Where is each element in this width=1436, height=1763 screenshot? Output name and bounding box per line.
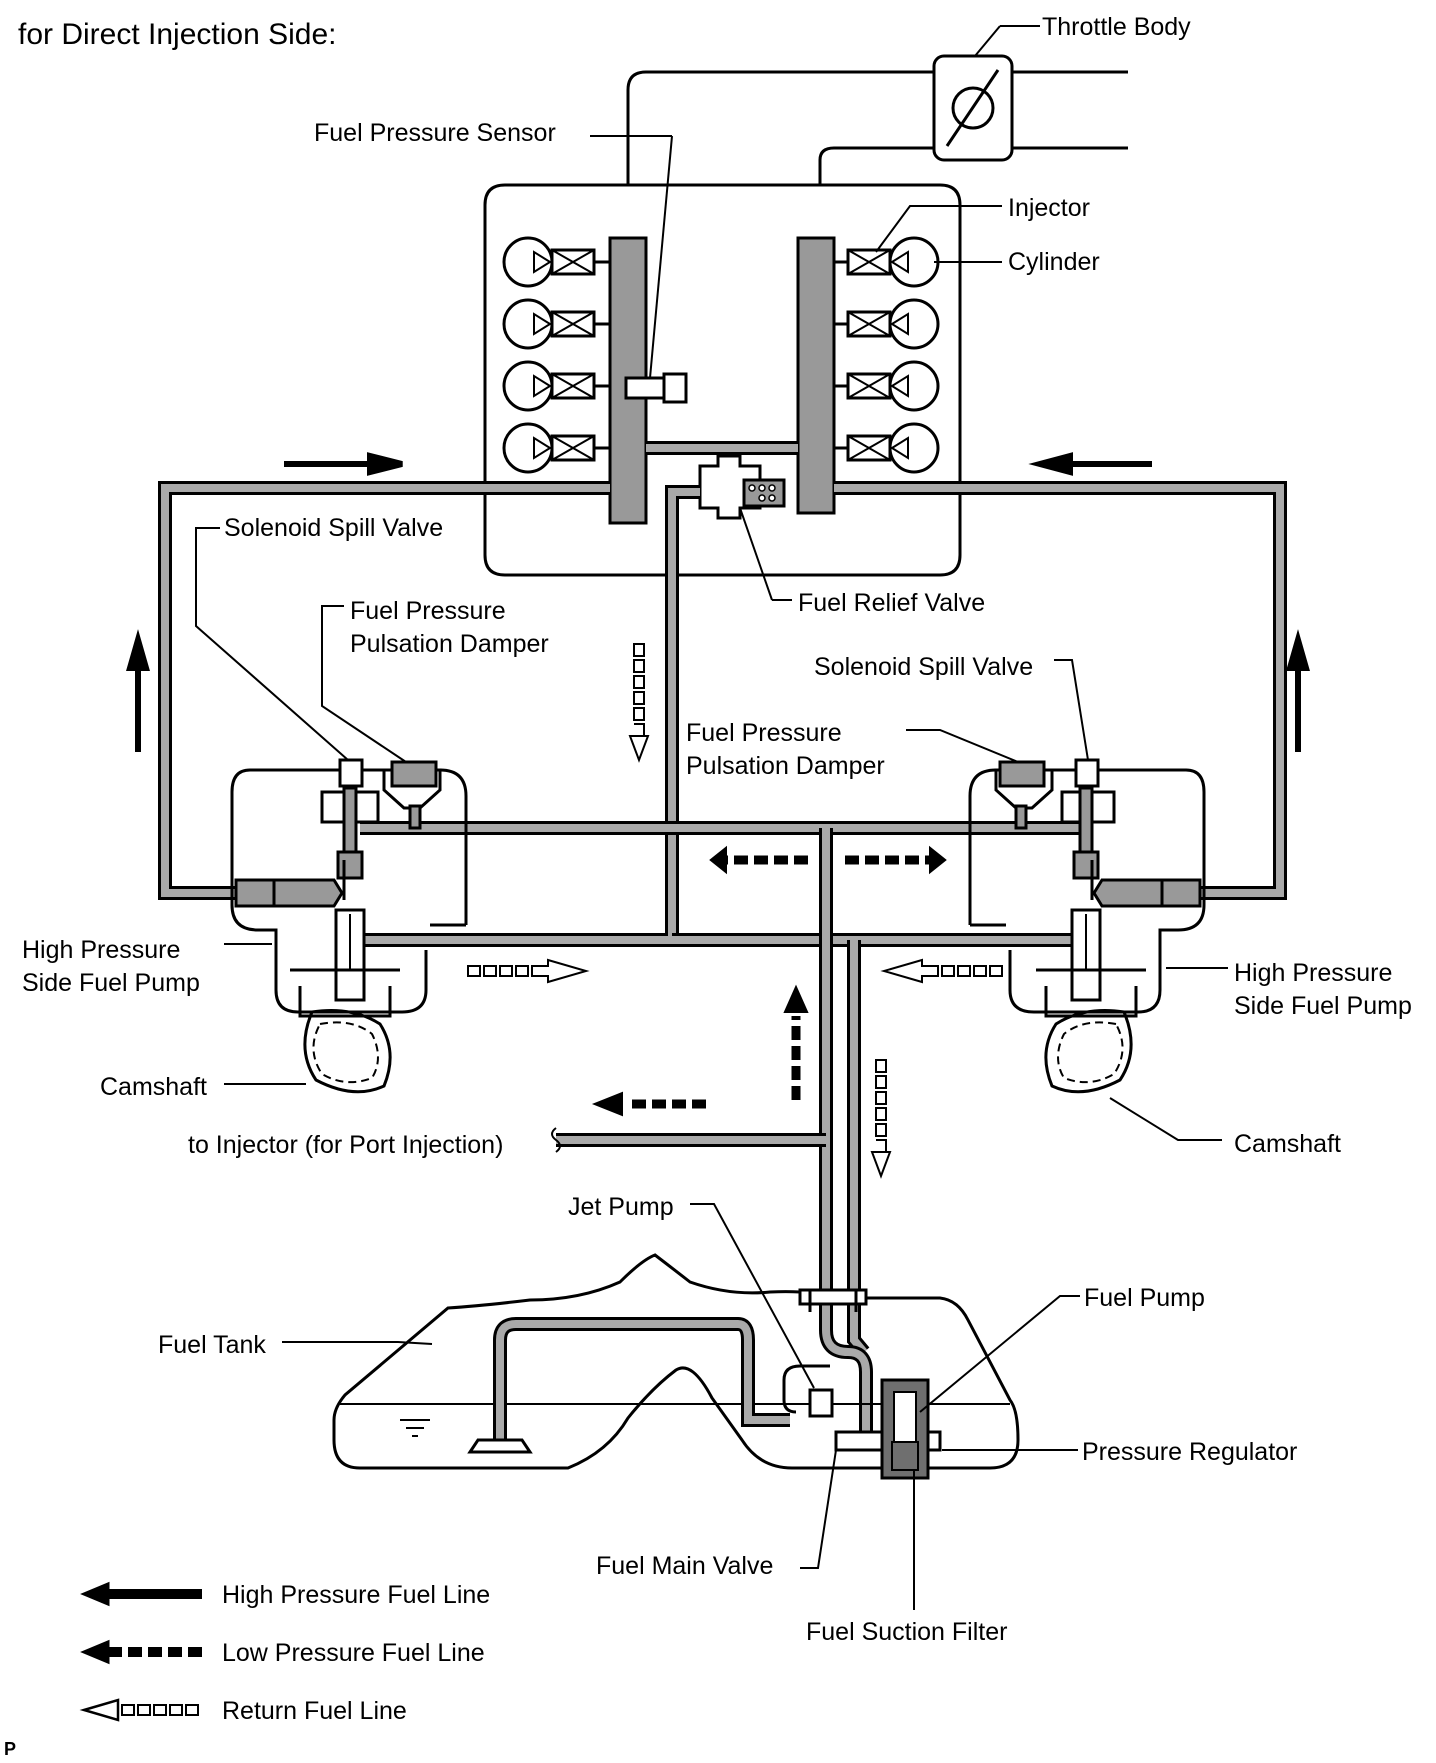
cylinder-right-1 — [834, 236, 940, 288]
injector-left-3 — [550, 372, 610, 400]
return-arrow-down-1 — [628, 643, 650, 763]
label-hp-pump-right-2: Side Fuel Pump — [1234, 992, 1412, 1020]
label-pressure-regulator: Pressure Regulator — [1082, 1438, 1297, 1466]
diagram-title: for Direct Injection Side: — [18, 18, 336, 51]
cylinder-right-4 — [834, 422, 940, 474]
cylinder-left-1 — [502, 236, 610, 288]
camshaft-right — [1044, 1009, 1133, 1094]
label-hp-pump-right-1: High Pressure — [1234, 959, 1392, 987]
return-arrow-down-2 — [870, 1059, 892, 1179]
label-hp-pump-left-2: Side Fuel Pump — [22, 969, 200, 997]
legend-label-return: Return Fuel Line — [222, 1697, 407, 1725]
cylinder-right-3 — [834, 360, 940, 412]
label-to-injector-port: to Injector (for Port Injection) — [188, 1131, 503, 1159]
injector-right-4 — [834, 434, 892, 462]
injector-left-4 — [550, 434, 610, 462]
legend: High Pressure Fuel Line Low Pressure Fue… — [79, 1581, 490, 1725]
cylinder-left-3 — [502, 360, 610, 412]
label-throttle-body: Throttle Body — [1042, 13, 1191, 41]
label-fuel-pressure-sensor: Fuel Pressure Sensor — [314, 119, 556, 147]
return-arrow-left — [880, 958, 1003, 984]
legend-low-pressure: Low Pressure Fuel Line — [80, 1639, 485, 1667]
legend-label-high: High Pressure Fuel Line — [222, 1581, 490, 1609]
cylinders-left-bank — [502, 236, 610, 474]
injector-right-1 — [834, 248, 892, 276]
fuel-tank — [332, 1253, 1020, 1470]
label-fuel-main-valve: Fuel Main Valve — [596, 1552, 773, 1580]
injector-right-2 — [834, 310, 892, 338]
pump-module — [782, 1288, 942, 1480]
label-fuel-relief-valve: Fuel Relief Valve — [798, 589, 985, 617]
label-fuel-pump: Fuel Pump — [1084, 1284, 1205, 1312]
label-camshaft-left: Camshaft — [100, 1073, 207, 1101]
leader-lines — [195, 205, 1228, 1610]
labels: Throttle Body Fuel Pressure Sensor Injec… — [22, 13, 1412, 1646]
label-damper-left-2: Pulsation Damper — [350, 630, 549, 658]
cylinder-right-2 — [834, 298, 940, 350]
corner-mark: P — [4, 1739, 16, 1759]
label-solenoid-spill-valve-left: Solenoid Spill Valve — [224, 514, 443, 542]
legend-return: Return Fuel Line — [79, 1697, 407, 1725]
label-fuel-suction-filter: Fuel Suction Filter — [806, 1618, 1007, 1646]
low-pressure-line — [360, 821, 1080, 1440]
label-damper-right-1: Fuel Pressure — [686, 719, 842, 747]
fuel-rail-right — [796, 236, 836, 515]
label-jet-pump: Jet Pump — [568, 1193, 674, 1221]
hp-pump-left — [230, 758, 468, 1018]
legend-label-low: Low Pressure Fuel Line — [222, 1639, 485, 1667]
cylinder-left-4 — [502, 422, 610, 474]
label-solenoid-spill-valve-right: Solenoid Spill Valve — [814, 653, 1033, 681]
label-cylinder: Cylinder — [1008, 248, 1100, 276]
injector-left-1 — [550, 248, 610, 276]
engine-block — [483, 183, 962, 577]
return-arrow-right — [467, 958, 590, 984]
camshaft-left — [303, 1009, 392, 1094]
injector-left-2 — [550, 310, 610, 338]
legend-high-pressure: High Pressure Fuel Line — [80, 1581, 490, 1609]
high-pressure-loop — [158, 481, 1287, 900]
flow-arrows — [126, 452, 1310, 1179]
cylinders-right-bank — [834, 236, 940, 474]
label-damper-right-2: Pulsation Damper — [686, 752, 885, 780]
fuel-relief-valve — [698, 454, 792, 601]
label-hp-pump-left-1: High Pressure — [22, 936, 180, 964]
return-line — [360, 485, 1080, 1357]
injector-right-3 — [834, 372, 892, 400]
throttle-body — [626, 25, 1128, 185]
label-camshaft-right: Camshaft — [1234, 1130, 1341, 1158]
cylinder-left-2 — [502, 298, 610, 350]
label-injector: Injector — [1008, 194, 1090, 222]
label-fuel-tank: Fuel Tank — [158, 1331, 266, 1359]
fuel-pressure-sensor — [590, 135, 688, 404]
hp-pump-right — [968, 758, 1206, 1018]
label-damper-left-1: Fuel Pressure — [350, 597, 506, 625]
